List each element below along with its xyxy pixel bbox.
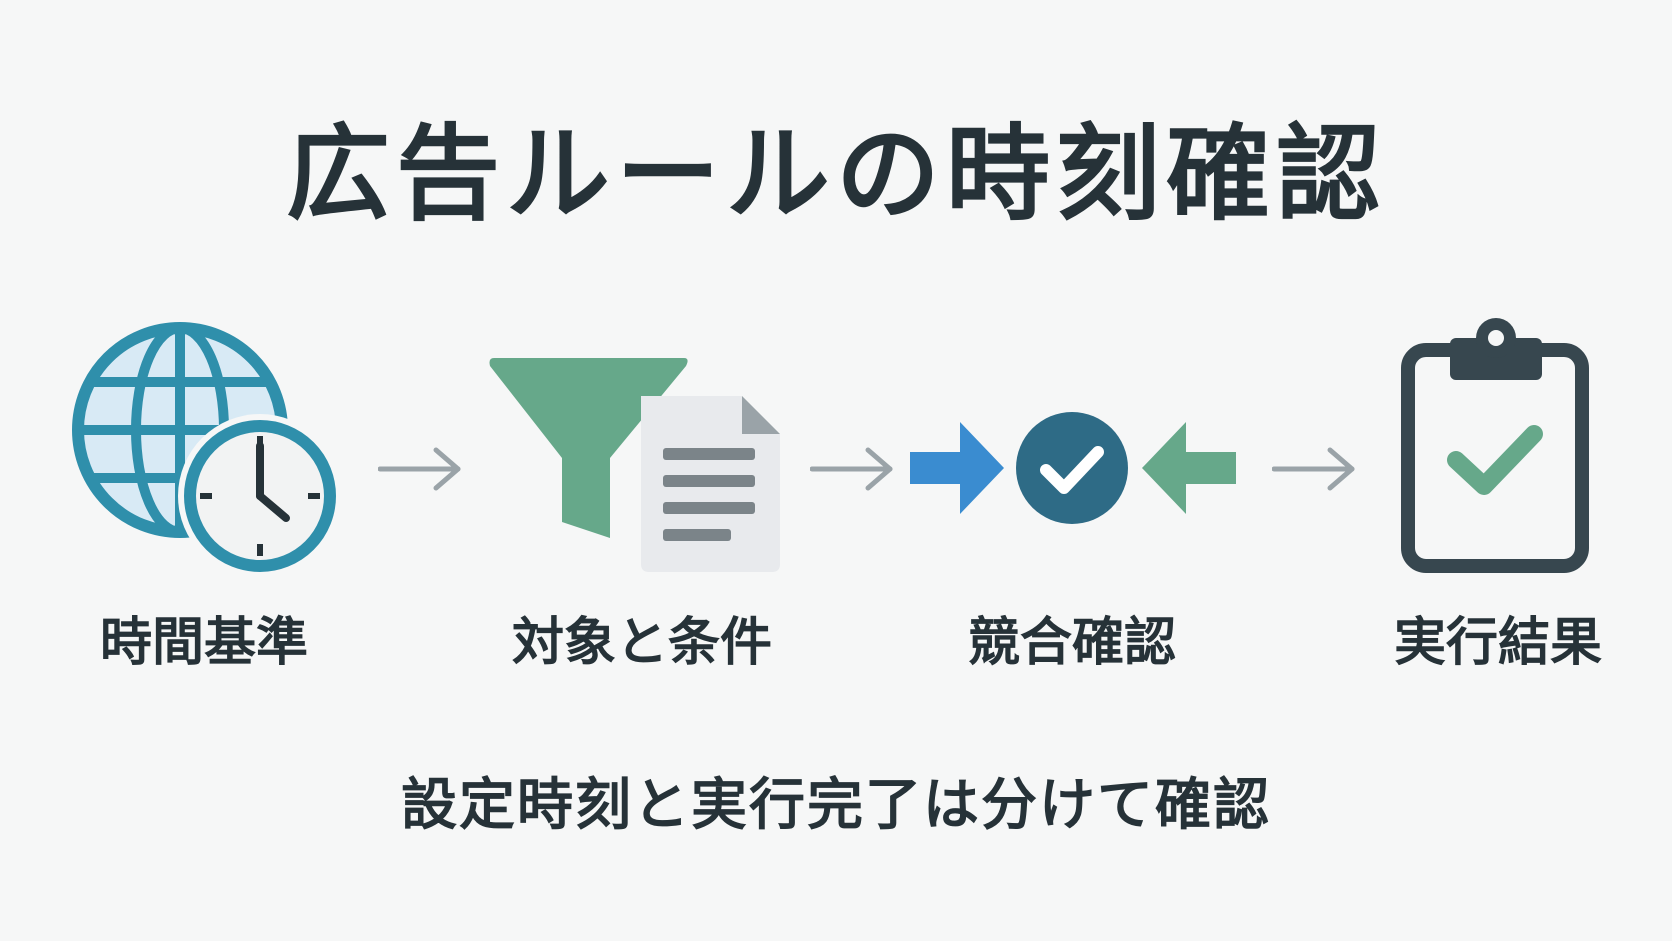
converging-arrows-check-icon [908, 410, 1238, 530]
step-label-2: 対象と条件 [511, 613, 772, 673]
step-label-3: 競合確認 [967, 613, 1176, 673]
funnel-document-icon [488, 358, 780, 572]
footer-note: 設定時刻と実行完了は分けて確認 [401, 773, 1271, 838]
page-title: 広告ルールの時刻確認 [285, 113, 1386, 235]
globe-clock-icon [68, 320, 348, 582]
arrow-right-icon [809, 444, 896, 498]
arrow-right-icon [1271, 444, 1358, 498]
arrow-right-icon [377, 444, 464, 498]
clipboard-check-icon [1400, 316, 1590, 574]
step-label-4: 実行結果 [1393, 613, 1602, 673]
step-label-1: 時間基準 [99, 613, 308, 673]
